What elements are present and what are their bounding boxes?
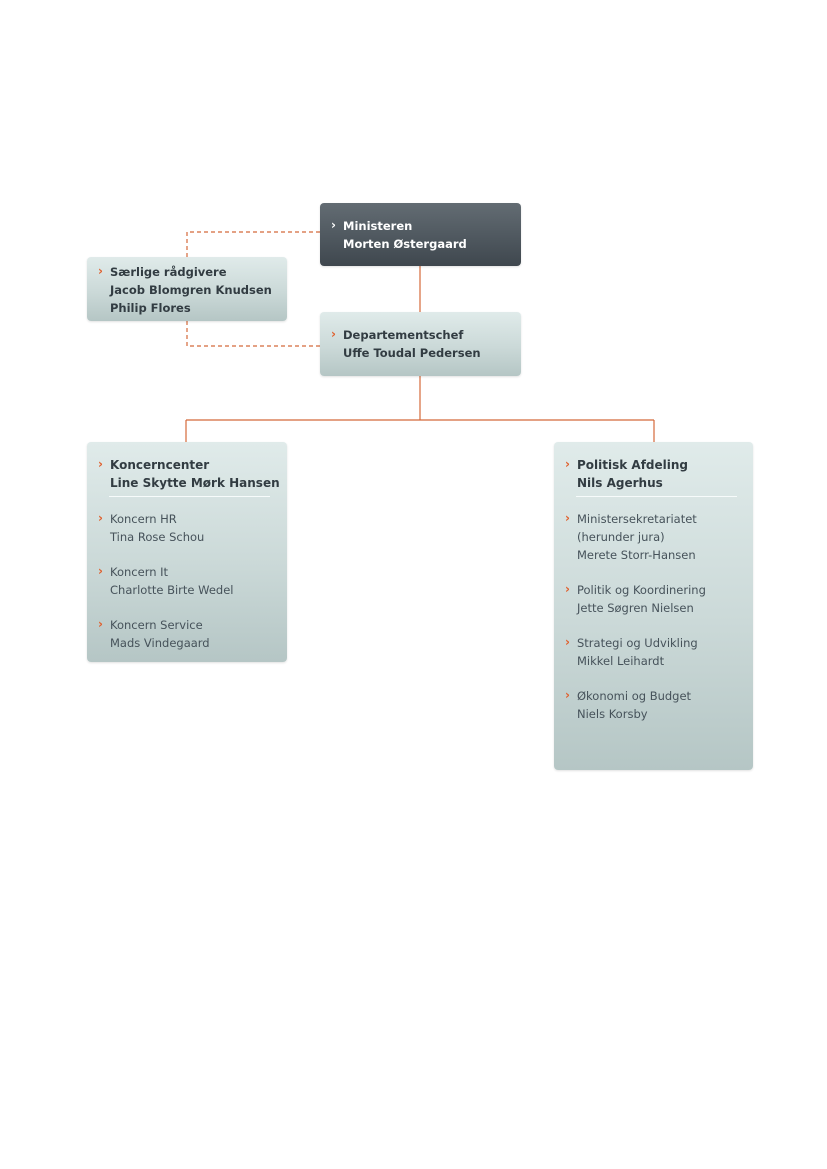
politisk-afdeling-box: › Politisk Afdeling Nils Agerhus › Minis… [554,442,753,770]
unit-name: Koncern It [110,565,169,579]
unit-person: Charlotte Birte Wedel [110,583,234,597]
politisk-title: Politisk Afdeling [577,458,689,472]
advisers-role: Særlige rådgivere [110,265,227,279]
dashed-link-advisers-minister [186,231,320,257]
adviser-name: Philip Flores [110,301,191,315]
adviser-name: Jacob Blomgren Knudsen [110,283,272,297]
unit-name: Koncern Service [110,618,203,632]
deputy-box: › Departementschef Uffe Toudal Pedersen [320,312,521,376]
deputy-name: Uffe Toudal Pedersen [343,346,481,360]
unit-person: Mikkel Leihardt [577,654,665,668]
minister-name: Morten Østergaard [343,237,467,251]
chevron-right-icon: › [331,327,336,341]
advisers-box: › Særlige rådgivere Jacob Blomgren Knuds… [87,257,287,321]
unit-person: Mads Vindegaard [110,636,210,650]
chevron-right-icon: › [98,457,103,471]
koncerncenter-box: › Koncerncenter Line Skytte Mørk Hansen … [87,442,287,662]
politisk-head: Nils Agerhus [577,476,663,490]
chevron-right-icon: › [565,635,570,649]
unit-name: Politik og Koordinering [577,583,706,597]
politisk-divider [576,496,737,497]
unit-person: Jette Søgren Nielsen [577,601,694,615]
koncerncenter-divider [109,496,270,497]
unit-name: Strategi og Udvikling [577,636,698,650]
chevron-right-icon: › [565,582,570,596]
chevron-right-icon: › [98,264,103,278]
chevron-right-icon: › [565,457,570,471]
unit-name: Ministersekretariatet [577,512,697,526]
unit-name: Koncern HR [110,512,177,526]
chevron-right-icon: › [98,564,103,578]
chevron-right-icon: › [98,511,103,525]
unit-note: (herunder jura) [577,530,665,544]
minister-role: Ministeren [343,219,413,233]
koncerncenter-title: Koncerncenter [110,458,210,472]
unit-person: Merete Storr-Hansen [577,548,696,562]
chevron-right-icon: › [565,688,570,702]
chevron-right-icon: › [331,218,336,232]
unit-person: Niels Korsby [577,707,648,721]
koncerncenter-head: Line Skytte Mørk Hansen [110,476,280,490]
unit-person: Tina Rose Schou [110,530,205,544]
minister-box: › Ministeren Morten Østergaard [320,203,521,266]
deputy-role: Departementschef [343,328,464,342]
chevron-right-icon: › [565,511,570,525]
chevron-right-icon: › [98,617,103,631]
dashed-link-advisers-deputy [186,321,320,347]
unit-name: Økonomi og Budget [577,689,692,703]
